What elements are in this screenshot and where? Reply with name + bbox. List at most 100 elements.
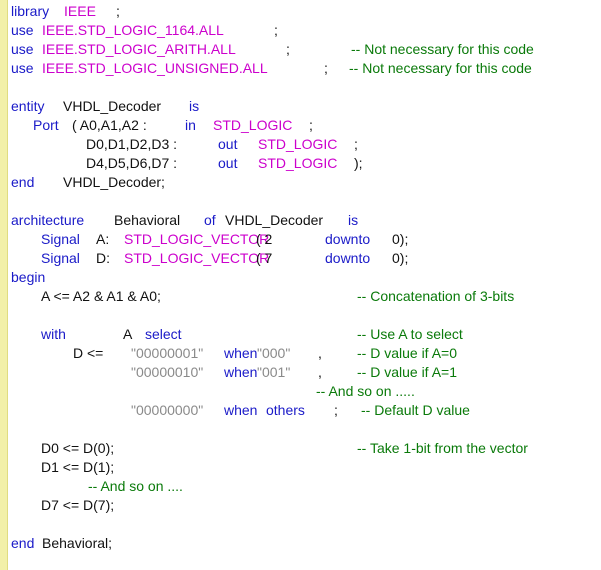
string-literal: "000" xyxy=(257,345,291,361)
code-line[interactable]: -- And so on .... xyxy=(0,477,590,496)
editor-gutter xyxy=(0,0,8,570)
type-name: STD_LOGIC xyxy=(258,155,338,171)
type-name: STD_LOGIC_VECTOR xyxy=(124,250,270,266)
code-text: ( 2 xyxy=(256,231,273,247)
code-line[interactable]: Port ( A0,A1,A2 : in STD_LOGIC; xyxy=(0,116,590,135)
keyword: when xyxy=(224,364,258,380)
comment: -- Default D value xyxy=(361,402,470,418)
keyword: architecture xyxy=(11,212,85,228)
string-literal: "001" xyxy=(257,364,291,380)
code-text: A: xyxy=(96,231,110,247)
type-name: STD_LOGIC xyxy=(258,136,338,152)
comment: -- Not necessary for this code xyxy=(349,60,532,76)
string-literal: "00000000" xyxy=(131,402,204,418)
keyword: downto xyxy=(325,250,371,266)
code-line[interactable]: D <= "00000001" when"000", -- D value if A=… xyxy=(0,344,590,363)
keyword: others xyxy=(266,402,305,418)
code-text: ; xyxy=(354,136,358,152)
code-text: VHDL_Decoder xyxy=(63,98,162,114)
code-text: D4,D5,D6,D7 : xyxy=(86,155,178,171)
keyword: Signal xyxy=(41,250,80,266)
code-line[interactable]: D0,D1,D2,D3 : out STD_LOGIC; xyxy=(0,135,590,154)
comment: -- D value if A=0 xyxy=(357,345,457,361)
keyword: end xyxy=(11,174,35,190)
comment: -- And so on ..... xyxy=(316,383,415,399)
code-line[interactable]: D0 <= D(0); -- Take 1-bit from the vector xyxy=(0,439,590,458)
code-text: Behavioral xyxy=(114,212,181,228)
type-name: STD_LOGIC_VECTOR xyxy=(124,231,270,247)
comment: -- Not necessary for this code xyxy=(351,41,534,57)
keyword: when xyxy=(224,402,258,418)
code-text: ; xyxy=(324,60,328,76)
comment: -- Concatenation of 3-bits xyxy=(357,288,515,304)
code-text: D <= xyxy=(73,345,104,361)
keyword: when xyxy=(224,345,258,361)
code-text: , xyxy=(318,364,322,380)
code-text: D0 <= D(0); xyxy=(41,440,115,456)
code-text: ; xyxy=(334,402,338,418)
keyword: is xyxy=(189,98,200,114)
code-line[interactable]: A <= A2 & A1 & A0; -- Concatenation of 3-… xyxy=(0,287,590,306)
keyword: is xyxy=(348,212,359,228)
comment: -- Use A to select xyxy=(357,326,463,342)
string-literal: "00000001" xyxy=(131,345,204,361)
code-text: ( A0,A1,A2 : xyxy=(72,117,147,133)
type-name: STD_LOGIC xyxy=(213,117,293,133)
keyword: out xyxy=(218,155,238,171)
code-line[interactable]: entity VHDL_Decoder is xyxy=(0,97,590,116)
keyword: entity xyxy=(11,98,45,114)
code-text: ; xyxy=(309,117,313,133)
code-line[interactable]: "00000010"when"001",-- D value if A=1 xyxy=(0,363,590,382)
code-line[interactable]: D7 <= D(7); xyxy=(0,496,590,515)
code-text: A <= A2 & A1 & A0; xyxy=(41,288,161,304)
keyword: out xyxy=(218,136,238,152)
code-line[interactable]: end VHDL_Decoder; xyxy=(0,173,590,192)
code-text: D0,D1,D2,D3 : xyxy=(86,136,178,152)
code-line[interactable]: -- And so on ..... xyxy=(0,382,590,401)
type-name: IEEE xyxy=(64,3,96,19)
keyword: use xyxy=(11,22,34,38)
comment: -- Take 1-bit from the vector xyxy=(357,440,528,456)
keyword: library xyxy=(11,3,50,19)
code-text: A xyxy=(123,326,133,342)
comment: -- And so on .... xyxy=(88,478,183,494)
code-text: ; xyxy=(274,22,278,38)
code-text: 0); xyxy=(392,231,409,247)
code-line[interactable]: D4,D5,D6,D7 : out STD_LOGIC); xyxy=(0,154,590,173)
keyword: of xyxy=(204,212,216,228)
code-text: , xyxy=(318,345,322,361)
code-line[interactable]: Signal A: STD_LOGIC_VECTOR( 2 downto 0); xyxy=(0,230,590,249)
string-literal: "00000010" xyxy=(131,364,204,380)
code-line[interactable]: begin xyxy=(0,268,590,287)
keyword: with xyxy=(41,326,66,342)
code-line[interactable]: end Behavioral; xyxy=(0,534,590,553)
type-name: IEEE.STD_LOGIC_UNSIGNED.ALL xyxy=(42,60,268,76)
code-line[interactable]: D1 <= D(1); xyxy=(0,458,590,477)
code-text: VHDL_Decoder; xyxy=(63,174,165,190)
keyword: begin xyxy=(11,269,46,285)
code-text: ); xyxy=(354,155,363,171)
keyword: use xyxy=(11,41,34,57)
keyword: Signal xyxy=(41,231,80,247)
code-line[interactable]: "00000000" when others; -- Default D value xyxy=(0,401,590,420)
code-text: D: xyxy=(96,250,110,266)
code-text: Behavioral; xyxy=(42,535,113,551)
code-text: D1 <= D(1); xyxy=(41,459,115,475)
keyword: downto xyxy=(325,231,371,247)
keyword: Port xyxy=(33,117,59,133)
keyword: in xyxy=(185,117,196,133)
code-text: ( 7 xyxy=(256,250,273,266)
keyword: select xyxy=(145,326,182,342)
code-text: D7 <= D(7); xyxy=(41,497,115,513)
keyword: end xyxy=(11,535,35,551)
code-text: ; xyxy=(286,41,290,57)
